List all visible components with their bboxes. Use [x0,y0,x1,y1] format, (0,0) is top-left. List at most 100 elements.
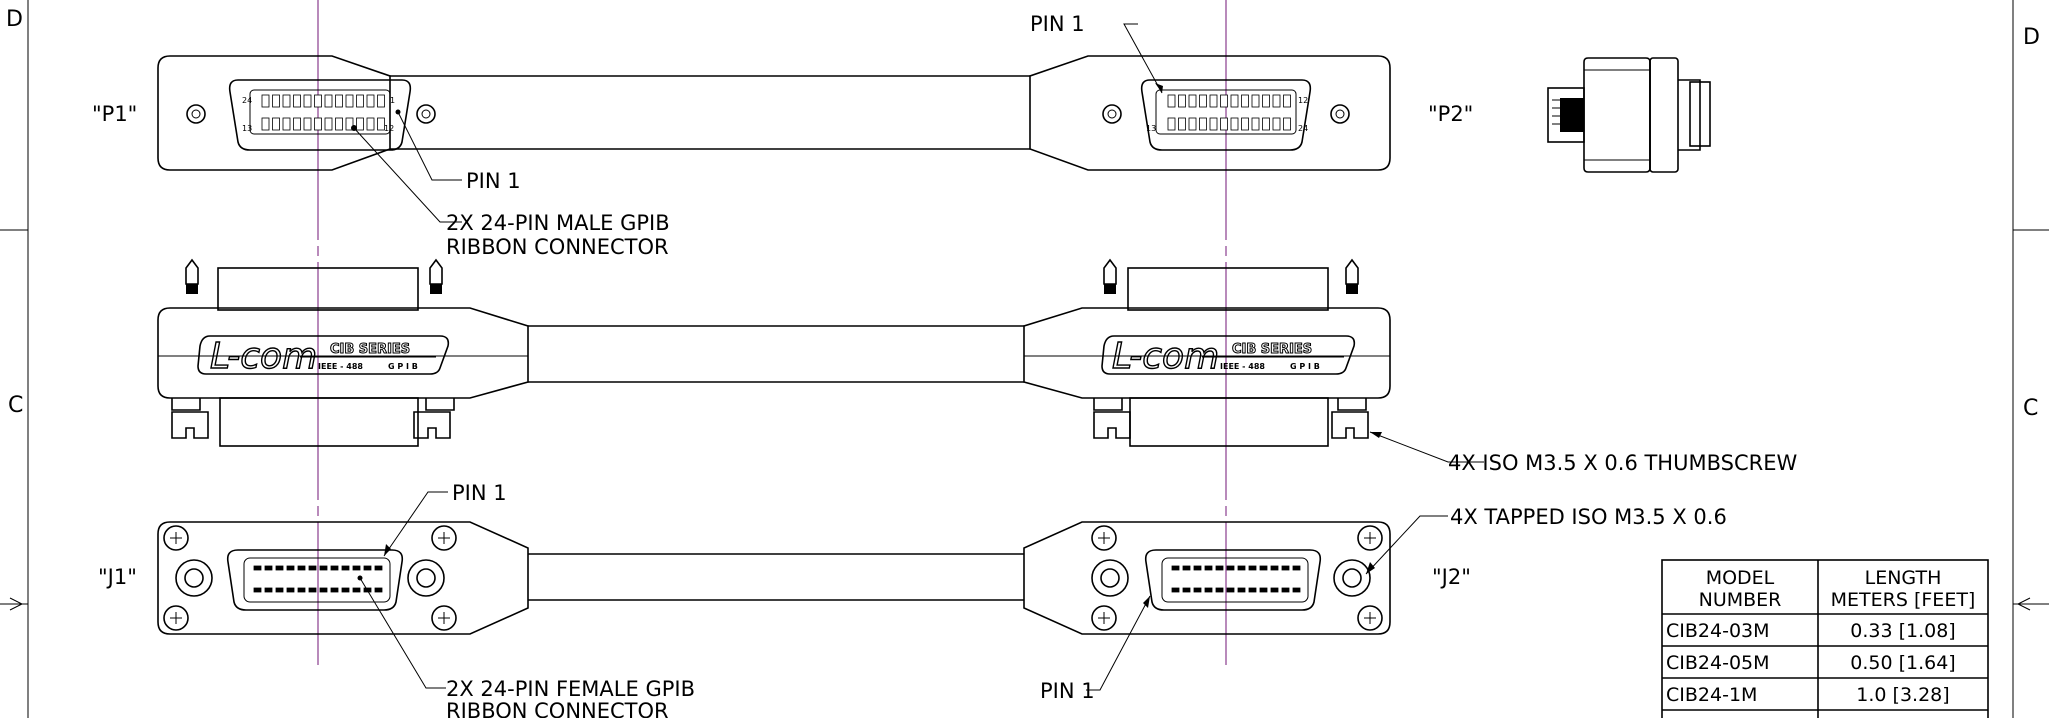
contact-pin [1171,587,1180,593]
contact-pin [356,94,364,108]
contact-pin [1182,587,1191,593]
p2-connector-body [1029,55,1391,171]
contact-pin [1220,94,1228,108]
contact-pin [1199,94,1207,108]
contact-pin [345,117,354,131]
contact-pin [1272,94,1281,108]
contact-pin [319,565,328,571]
contact-pin [314,94,322,108]
contact-pin [341,587,350,593]
contact-pin [377,94,385,108]
contact-pin [374,587,383,593]
contact-pin [1215,587,1224,593]
model-length-table: MODEL NUMBER LENGTH METERS [FEET] CIB24-… [1661,559,1989,718]
contact-pin [253,565,262,571]
contact-pin [1199,117,1207,131]
female-connector-callout-line1: 2X 24-PIN FEMALE GPIB [446,677,695,701]
contact-pin [345,94,354,108]
contact-pin [1262,117,1270,131]
p1-pin-number: 1 [390,96,395,105]
contact-pin [293,94,301,108]
right-bus-text: G P I B [1290,362,1320,371]
contact-pin [324,117,333,131]
p2-pin-rows [1167,94,1291,131]
contact-pin [1230,94,1239,108]
zone-c-left: C [8,393,23,418]
p2-pin-number: 13 [1146,124,1156,133]
contact-pin [1283,94,1291,108]
contact-pin [1251,94,1260,108]
top-view-male-ends: 24 13 1 12 12 13 24 "P1" "P2" PIN 1 PIN … [92,12,1473,259]
left-side-top-shell [217,267,419,311]
contact-pin [1193,587,1202,593]
pin1-callout-j2: PIN 1 [1040,679,1095,703]
table-cell-model: CIB24-05M [1666,652,1770,674]
contact-pin [286,565,295,571]
contact-pin [335,94,343,108]
p2-end-label: "P2" [1428,102,1473,126]
table-cell-length: 0.33 [1.08] [1850,620,1955,642]
p2-ribbon-shell [1140,79,1312,151]
contact-pin [1237,565,1246,571]
contact-pin [293,117,301,131]
contact-pin [319,587,328,593]
contact-pin [366,94,375,108]
contact-pin [1259,565,1268,571]
contact-pin [297,587,306,593]
table-header-length-line2: METERS [FEET] [1831,589,1976,611]
contact-pin [1248,587,1257,593]
contact-pin [341,565,350,571]
contact-pin [1178,94,1186,108]
contact-pin [282,117,291,131]
contact-pin [264,587,273,593]
end-view-connector [1547,57,1711,173]
female-connector-callout-line2: RIBBON CONNECTOR [446,699,669,718]
contact-pin [1292,565,1301,571]
contact-pin [1262,94,1270,108]
j1-pin-rows [253,565,383,593]
contact-pin [1215,565,1224,571]
thumbscrew-callout: 4X ISO M3.5 X 0.6 THUMBSCREW [1448,451,1797,475]
contact-pin [366,117,375,131]
right-label-plate [1101,335,1356,375]
pin1-callout-p2: PIN 1 [1030,12,1085,36]
j2-pin-rows [1171,565,1301,593]
contact-pin [352,587,361,593]
table-header-length-line1: LENGTH [1865,567,1942,589]
contact-pin [1241,117,1249,131]
contact-pin [330,565,339,571]
j1-end-label: "J1" [98,565,137,589]
contact-pin [377,117,385,131]
p1-end-label: "P1" [92,102,137,126]
j1-connector-body [157,521,529,635]
contact-pin [374,565,383,571]
contact-pin [1270,565,1279,571]
contact-pin [303,117,312,131]
pin1-callout-j1: PIN 1 [452,481,507,505]
contact-pin [1193,565,1202,571]
p1-connector-body [157,55,391,171]
contact-pin [1248,565,1257,571]
zone-d-left: D [6,7,23,32]
zone-c-right: C [2023,396,2038,421]
left-label-plate [197,335,450,375]
contact-pin [324,94,333,108]
contact-pin [261,94,270,108]
contact-pin [1281,587,1290,593]
contact-pin [1292,587,1301,593]
tapped-hole-callout: 4X TAPPED ISO M3.5 X 0.6 [1450,505,1727,529]
table-header-model-line1: MODEL [1706,567,1775,589]
contact-pin [356,117,364,131]
table-cell-length: 0.50 [1.64] [1850,652,1955,674]
contact-pin [1167,117,1176,131]
contact-pin [275,587,284,593]
contact-pin [303,94,312,108]
contact-pin [1167,94,1176,108]
right-standard-text: IEEE - 488 [1220,362,1265,371]
contact-pin [1283,117,1291,131]
contact-pin [272,117,280,131]
left-bus-text: G P I B [388,362,418,371]
table-cell-model: CIB24-03M [1666,620,1770,642]
contact-pin [1237,587,1246,593]
contact-pin [1188,117,1197,131]
